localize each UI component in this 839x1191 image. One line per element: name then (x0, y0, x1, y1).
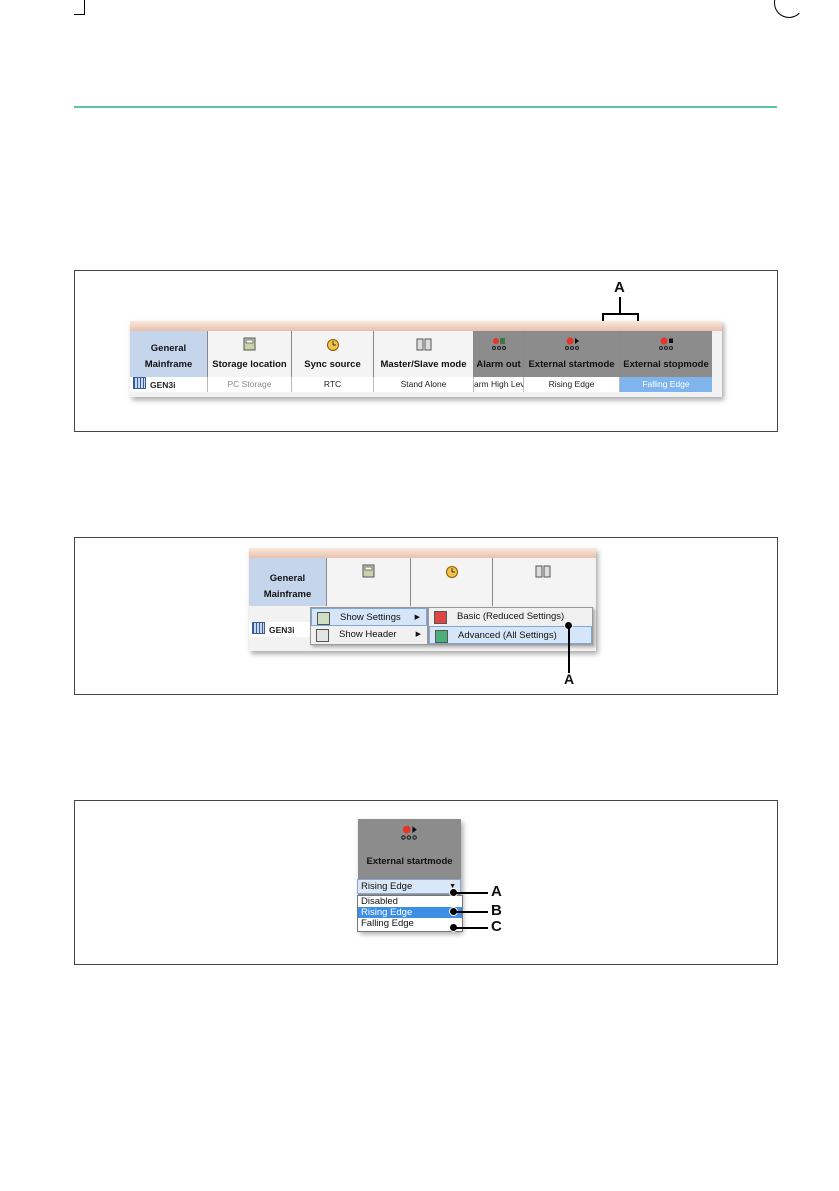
dropdown-screenshot: External startmode Rising Edge ▼ Disable… (357, 819, 463, 932)
menu-label: Advanced (All Settings) (458, 630, 557, 641)
menu-label: Basic (Reduced Settings) (457, 611, 565, 622)
advanced-icon (435, 630, 448, 643)
header-master-slave[interactable]: Master/Slave mode (374, 331, 474, 377)
figure-1-frame: A General Mainframe Storage location Syn… (74, 270, 778, 432)
cell-master-slave[interactable]: Stand Alone (374, 377, 474, 392)
header-sync[interactable] (411, 558, 493, 606)
menu-label: Show Header (339, 629, 397, 640)
header-label: External stopmode (623, 359, 709, 370)
cell-alarm[interactable]: arm High Leve (474, 377, 524, 392)
row-device[interactable]: GEN3i (130, 377, 208, 392)
header-alarm-out[interactable]: Alarm out (474, 331, 524, 377)
window-strip (249, 548, 596, 558)
menu-show-header[interactable]: Show Header ▶ (311, 626, 427, 644)
header-general-label: General (150, 343, 187, 354)
storage-icon (362, 564, 374, 578)
menu-label: Show Settings (340, 612, 401, 623)
option-rising-edge[interactable]: Rising Edge (358, 907, 462, 918)
header-external-startmode[interactable]: External startmode (524, 331, 620, 377)
chevron-down-icon: ▼ (449, 883, 456, 890)
header-label: Master/Slave mode (380, 359, 467, 370)
submenu-arrow-icon: ▶ (414, 614, 420, 621)
grid-icon (133, 377, 146, 389)
header-icon (316, 629, 329, 642)
option-falling-edge[interactable]: Falling Edge (361, 918, 414, 929)
startmode-options: Disabled Rising Edge Falling Edge (357, 895, 463, 932)
accent-rule (74, 106, 777, 108)
alarm-icon (491, 338, 506, 350)
grid-icon (252, 622, 265, 634)
basic-icon (434, 611, 447, 624)
master-slave-icon (535, 565, 551, 578)
callout-bracket (602, 313, 638, 315)
header-storage-location[interactable]: Storage location (208, 331, 292, 377)
storage-icon (243, 337, 255, 351)
clock-icon (445, 566, 458, 578)
callout-c: C (491, 918, 502, 935)
callout-a: A (491, 883, 502, 900)
device-name: GEN3i (150, 380, 176, 390)
header-label: External startmode (528, 359, 615, 370)
grid-screenshot: General Mainframe Storage location Sync … (130, 321, 722, 397)
callout-line-b (456, 911, 488, 913)
window-strip (130, 321, 722, 331)
context-menu: Show Settings ▶ Show Header ▶ (310, 607, 428, 645)
option-disabled[interactable]: Disabled (361, 896, 398, 907)
cell-ext-stop[interactable]: Falling Edge (620, 377, 712, 392)
callout-a: A (564, 671, 575, 687)
crop-mark (74, 0, 85, 15)
header-general-label: General (269, 573, 306, 584)
header-sync-source[interactable]: Sync source (292, 331, 374, 377)
header-mainframe-label: Mainframe (144, 359, 193, 370)
startmode-combo[interactable]: Rising Edge ▼ (357, 879, 461, 894)
clock-icon (326, 339, 339, 351)
stop-trigger-icon (659, 337, 673, 350)
cell-ext-start[interactable]: Rising Edge (524, 377, 620, 392)
header-storage[interactable] (327, 558, 411, 606)
callout-line (619, 297, 621, 314)
master-slave-icon (416, 338, 431, 351)
header-label: Sync source (304, 359, 361, 370)
submenu-arrow-icon: ▶ (415, 631, 421, 638)
start-trigger-icon (401, 825, 417, 840)
header-general[interactable]: General Mainframe (130, 331, 208, 377)
cell-storage[interactable]: PC Storage (208, 377, 292, 392)
cell-sync[interactable]: RTC (292, 377, 374, 392)
callout-b: B (491, 902, 502, 919)
callout-line-c (456, 927, 488, 929)
menu-advanced[interactable]: Advanced (All Settings) (429, 626, 592, 644)
figure-3-frame: External startmode Rising Edge ▼ Disable… (74, 800, 778, 965)
header-label: Storage location (212, 359, 287, 370)
callout-line (568, 628, 570, 673)
device-name: GEN3i (269, 625, 295, 635)
header-general[interactable]: General Mainframe (249, 558, 327, 606)
header-master-slave[interactable] (493, 558, 593, 606)
menu-basic[interactable]: Basic (Reduced Settings) (429, 608, 592, 626)
callout-line-a (456, 892, 488, 894)
figure-2-frame: General Mainframe GEN3i Show Settings ▶ … (74, 537, 778, 695)
header-label: Alarm out (476, 359, 521, 370)
start-trigger-icon (564, 337, 579, 350)
menu-show-settings[interactable]: Show Settings ▶ (311, 608, 427, 626)
context-menu-screenshot: General Mainframe GEN3i Show Settings ▶ … (249, 548, 596, 651)
callout-a: A (614, 279, 625, 296)
combo-value: Rising Edge (361, 881, 413, 892)
row-device[interactable]: GEN3i (249, 622, 327, 637)
header-external-startmode[interactable]: External startmode (366, 856, 453, 867)
settings-icon (317, 612, 330, 625)
crop-arc (774, 0, 804, 18)
header-external-stopmode[interactable]: External stopmode (620, 331, 712, 377)
header-mainframe-label: Mainframe (263, 589, 312, 600)
